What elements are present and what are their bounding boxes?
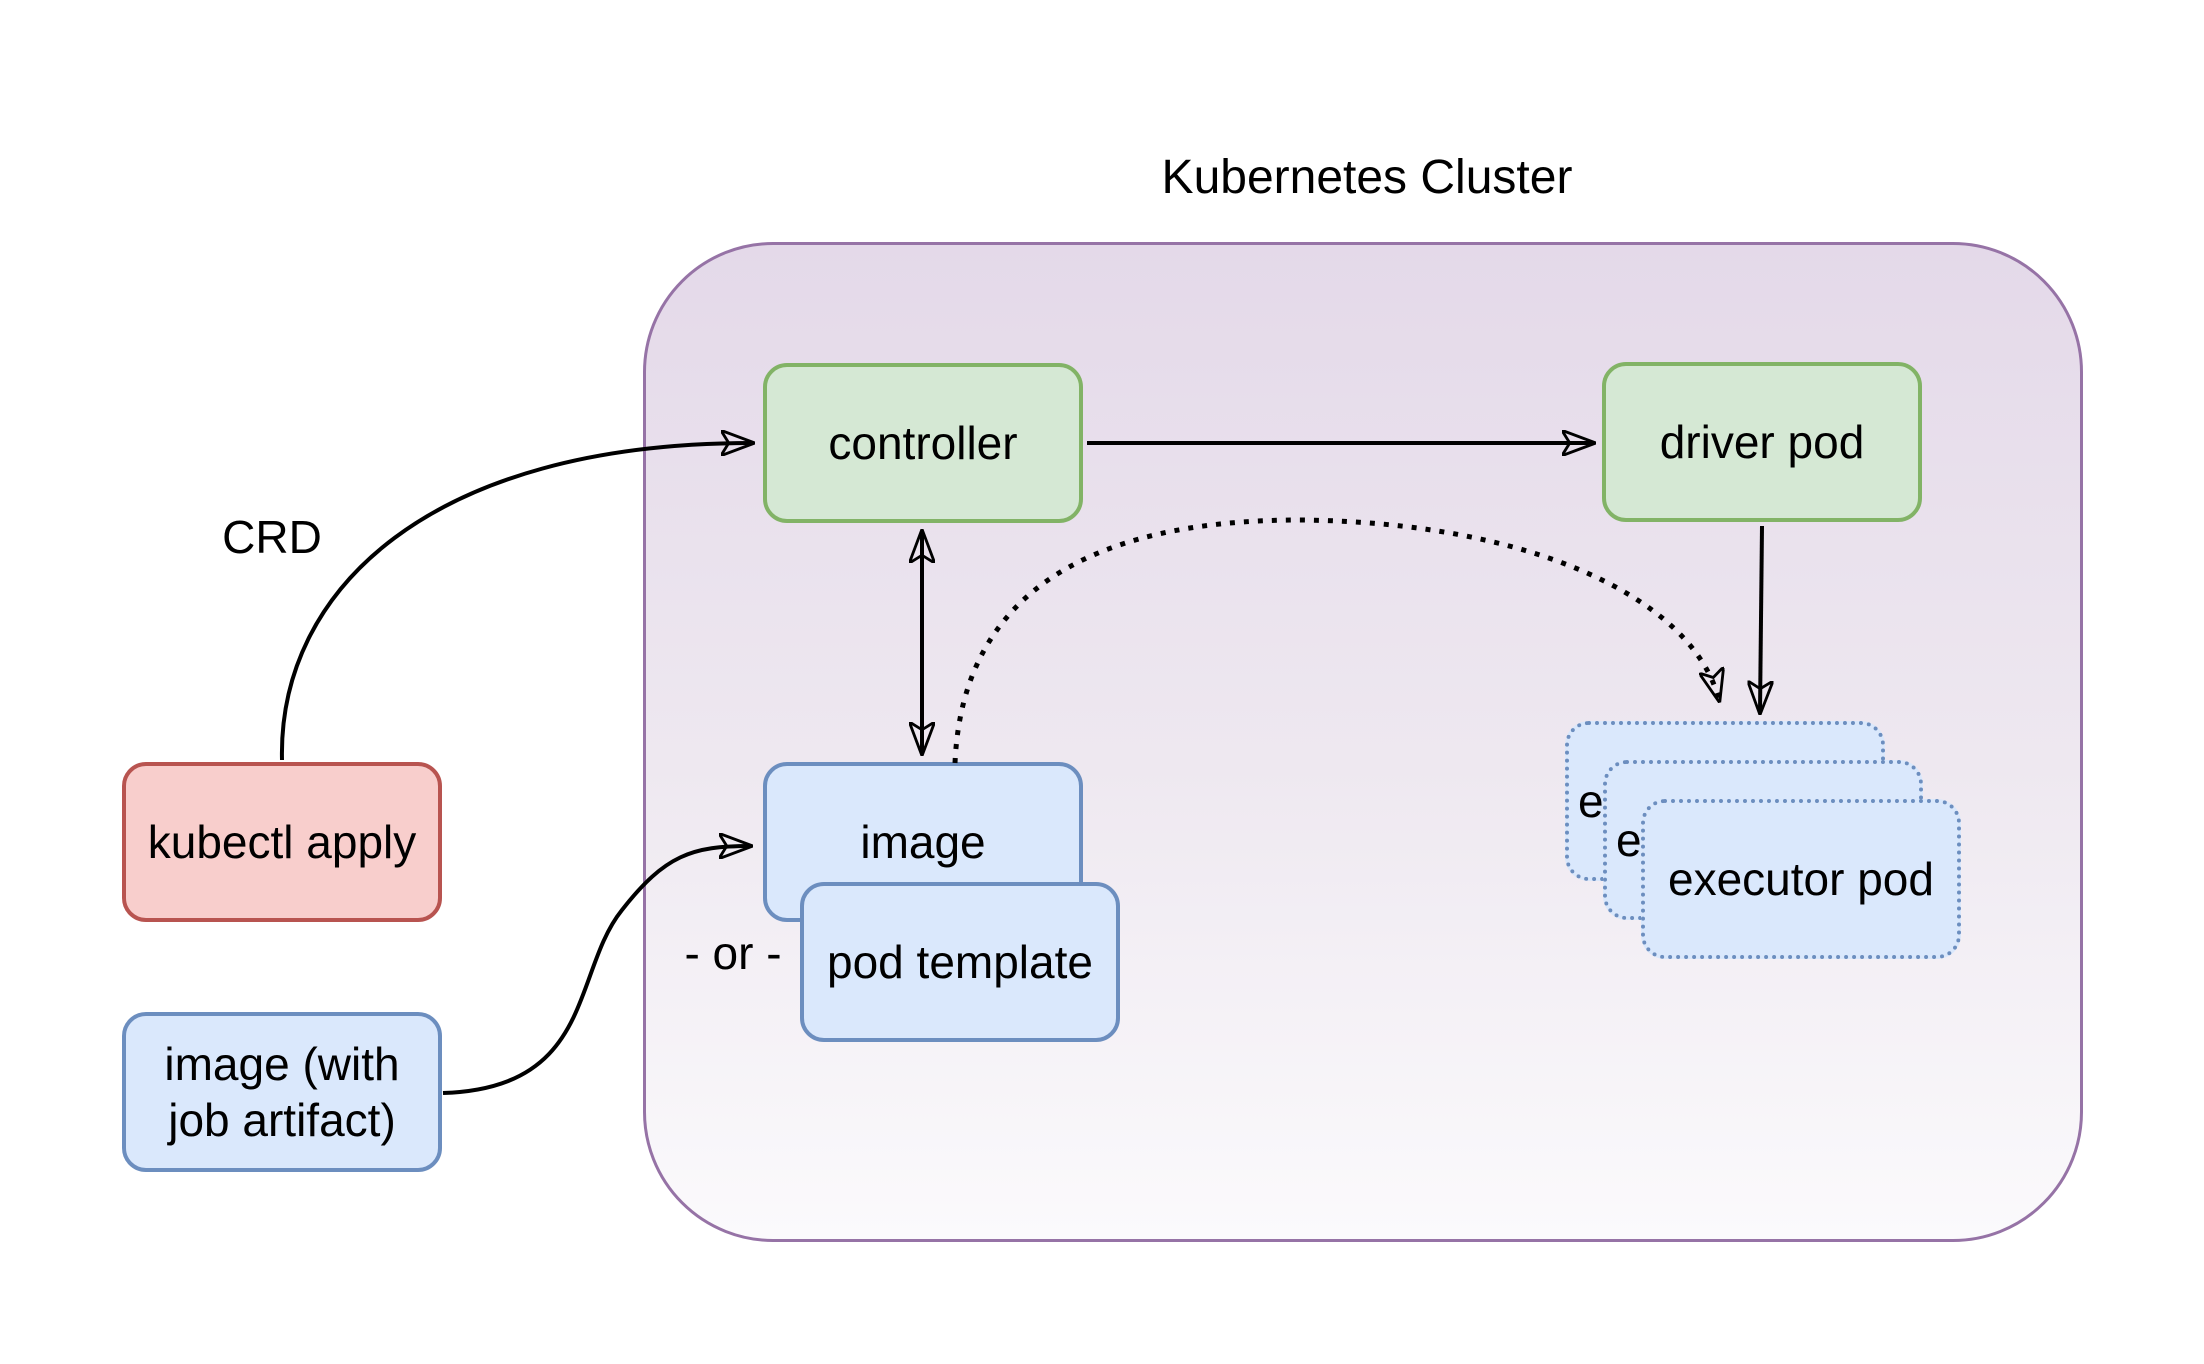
node-controller-label: controller [828, 416, 1018, 469]
cluster-title: Kubernetes Cluster [1161, 151, 1573, 204]
node-kubectl-apply: kubectl apply [122, 762, 442, 922]
node-kubectl-apply-label: kubectl apply [147, 815, 417, 868]
node-executor-pod-label: executor pod [1668, 852, 1934, 905]
node-image-with-job-artifact-label: image (with job artifact) [164, 1037, 400, 1146]
node-image-with-job-artifact: image (with job artifact) [122, 1012, 442, 1172]
node-driver-pod-label: driver pod [1659, 415, 1865, 468]
node-image-label: image [860, 815, 986, 868]
node-pod-template: pod template [800, 882, 1120, 1042]
node-pod-template-label: pod template [827, 935, 1093, 988]
edge-label-or: - or - [684, 927, 782, 979]
edge-label-crd: CRD [222, 511, 322, 563]
node-driver-pod: driver pod [1602, 362, 1922, 522]
node-controller: controller [763, 363, 1083, 523]
node-executor-pod-front: executor pod [1641, 799, 1961, 959]
